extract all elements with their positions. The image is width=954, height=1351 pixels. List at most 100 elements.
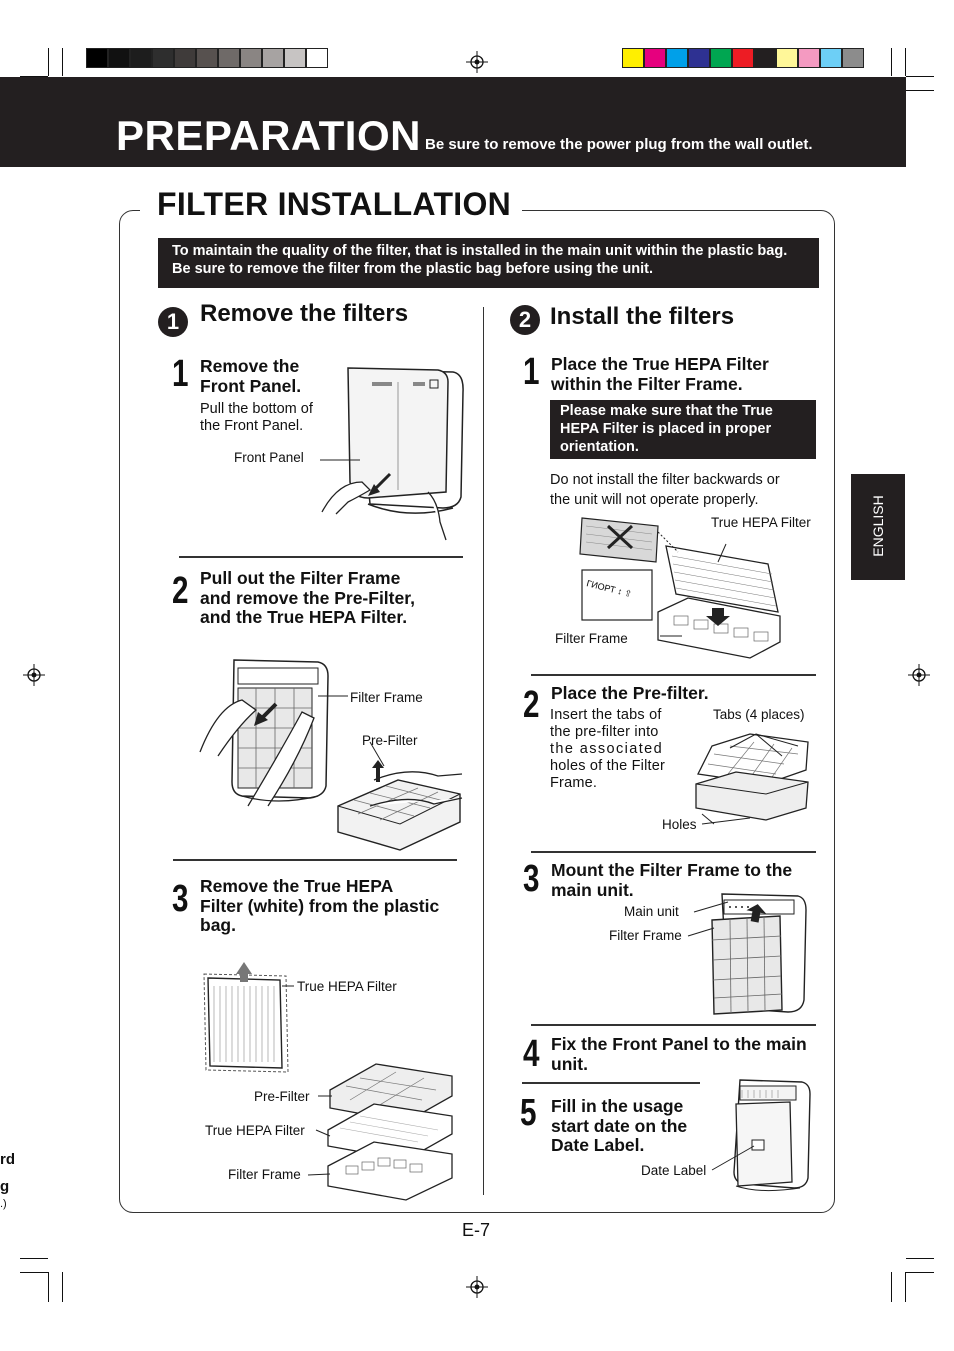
front-panel-removal-illustration [320,367,464,541]
step-divider [522,1082,700,1084]
step-number: 2 [172,570,189,612]
crop-mark [906,1258,934,1259]
edge-text: rd [0,1151,15,1168]
warning-line: Please make sure that the True [560,403,773,419]
color-swatch [622,48,644,68]
filter-frame-label: Filter Frame [228,1167,301,1182]
step-title-line: Fix the Front Panel to the main [551,1034,807,1054]
body-line: Frame. [550,775,598,791]
crop-mark [20,1272,48,1273]
crop-mark [20,76,48,77]
step-title: Place the True HEPA Filter within the Fi… [551,354,769,394]
hepa-bag-illustration [203,962,453,1201]
step-body: Pull the bottom of the Front Panel. [200,401,313,435]
front-panel-label: Front Panel [234,450,304,465]
step-badge-install: 2 [510,305,540,335]
body-line: holes of the Filter [550,758,666,774]
mount-frame-illustration [687,893,807,1015]
step-title-line: start date on the [551,1115,688,1136]
step-number: 2 [523,684,540,726]
body-line: Insert the tabs of [550,707,662,723]
main-unit-label: Main unit [624,904,679,919]
color-swatch [732,48,754,68]
header-warning: Be sure to remove the power plug from th… [425,136,813,153]
step-divider [531,851,816,853]
crop-mark [48,1272,49,1302]
body-line: the Front Panel. [200,418,304,434]
step-title: Remove the Front Panel. [200,356,302,396]
step-title-line: Remove the True HEPA [200,876,394,896]
tabs-label: Tabs (4 places) [713,707,805,722]
crop-mark [891,1272,892,1302]
color-swatch [710,48,732,68]
warning-line: HEPA Filter is placed in proper [560,421,772,437]
color-swatch [820,48,842,68]
step-title: Fix the Front Panel to the main unit. [551,1034,807,1074]
install-filters-heading: Install the filters [550,303,735,330]
step-title: Place the Pre-filter. [551,683,709,703]
step-title-line: and remove the Pre-Filter, [200,587,415,608]
color-swatch [306,48,328,68]
crop-mark [905,48,906,76]
registration-target-icon [23,664,45,686]
plastic-bag-notice: To maintain the quality of the filter, t… [158,238,819,288]
step-title: Fill in the usage start date on the Date… [551,1096,688,1156]
step-title-line: main unit. [551,879,634,900]
pre-filter-label: Pre-Filter [254,1089,310,1104]
true-hepa-filter-label: True HEPA Filter [297,979,397,994]
crop-mark [20,1258,48,1259]
step-number: 1 [523,351,540,393]
filter-frame-label: Filter Frame [350,690,423,705]
color-swatch [798,48,820,68]
orientation-warning: Please make sure that the True HEPA Filt… [550,400,816,459]
remove-filters-heading: Remove the filters [200,300,409,327]
color-swatch [196,48,218,68]
color-swatch [284,48,306,68]
crop-mark [62,48,63,76]
pre-filter-label: Pre-Filter [362,733,418,748]
step-title: Mount the Filter Frame to the main unit. [551,860,792,900]
color-swatch [666,48,688,68]
header-band [0,77,906,167]
step-divider [531,674,816,676]
crop-mark [891,48,892,76]
warning-line: orientation. [560,439,639,455]
page-number: E-7 [462,1220,491,1240]
color-swatch [108,48,130,68]
step-title-line: Date Label. [551,1135,645,1155]
crop-mark [62,1272,63,1302]
crop-mark [48,48,49,76]
step-number: 3 [523,858,540,900]
color-swatch [86,48,108,68]
prefilter-insertion-illustration [695,733,809,825]
step-divider [173,859,457,861]
column-divider [483,307,484,1195]
step-title-line: Filter (white) from the plastic [200,895,440,916]
crop-mark [906,76,934,77]
crop-mark [906,1272,934,1273]
color-swatch [644,48,666,68]
language-tab-label: ENGLISH [870,495,886,557]
step-title-line: Remove the [200,356,300,376]
step-title: Remove the True HEPA Filter (white) from… [200,876,440,936]
step-divider [179,556,463,558]
color-swatch [152,48,174,68]
true-hepa-filter-label: True HEPA Filter [711,515,811,530]
frame-title-gap [140,200,522,220]
edge-text: .) [0,1198,7,1210]
color-swatch [240,48,262,68]
step-number: 1 [172,353,189,395]
step-title-line: Front Panel. [200,375,302,396]
step-number: 3 [172,878,189,920]
step-body: Insert the tabs of the pre-filter into t… [550,707,665,792]
filter-frame-label: Filter Frame [555,631,628,646]
color-swatch [776,48,798,68]
step-number: 5 [520,1092,537,1134]
crop-mark [905,1272,906,1302]
page-title: PREPARATION [116,112,421,159]
color-swatch [218,48,240,68]
color-swatch [174,48,196,68]
color-swatch [130,48,152,68]
step-title-line: bag. [200,915,236,935]
body-line: the associated [550,741,664,757]
